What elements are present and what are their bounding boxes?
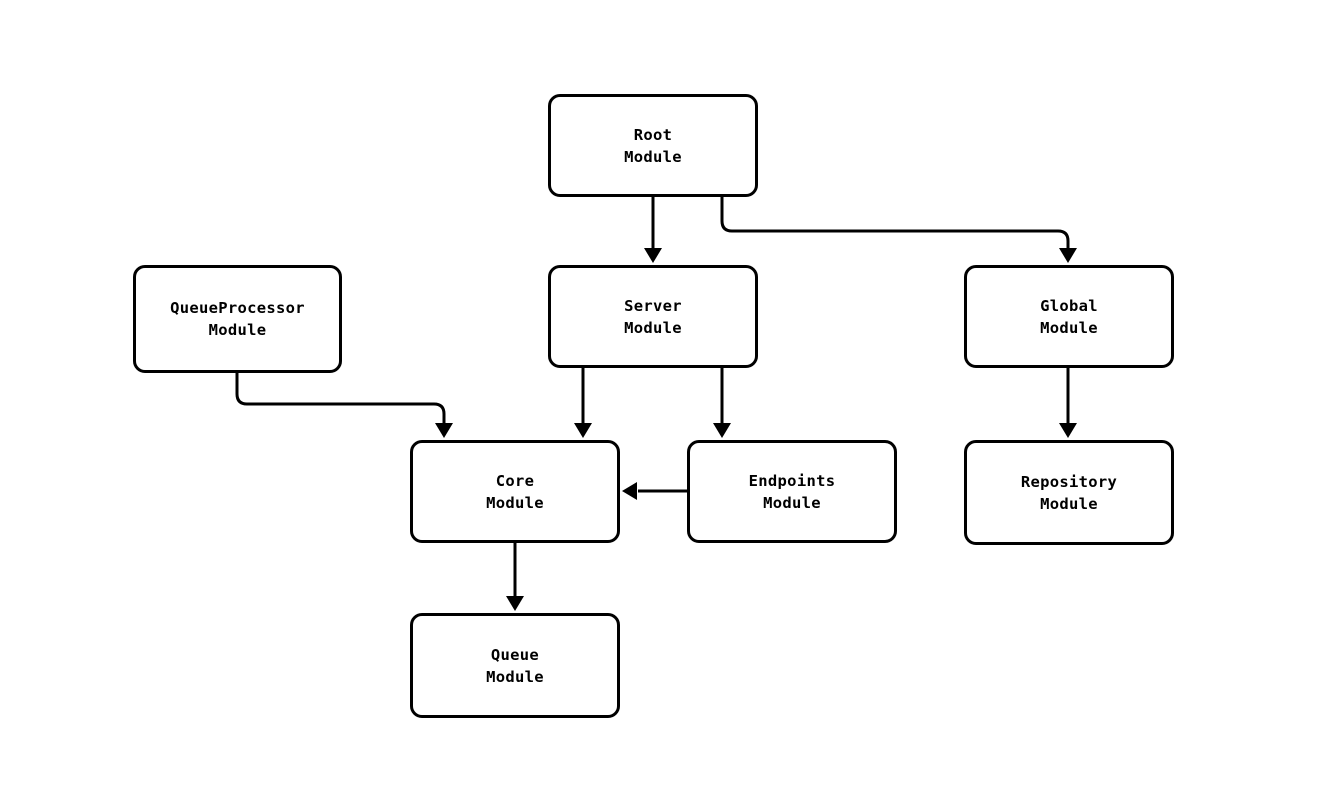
arrowhead-server-to-core [574, 423, 592, 438]
node-server-name: Server [624, 296, 682, 315]
node-repository-name: Repository [1020, 472, 1118, 491]
node-root-name: Root [633, 125, 673, 144]
node-global-name: Global [1040, 296, 1098, 315]
node-endpoints-kind: Module [763, 493, 821, 512]
arrowhead-root-to-server [644, 248, 662, 263]
node-queue-name: Queue [490, 645, 540, 664]
edge-paths [235, 197, 1070, 597]
node-queue-kind: Module [486, 667, 544, 686]
node-root-kind: Module [624, 147, 682, 166]
edge-root-to-global [720, 197, 1070, 249]
arrowhead-server-to-endpoints [713, 423, 731, 438]
edge-queueprocessor-to-core [235, 373, 446, 424]
node-queueprocessor-name: QueueProcessor [170, 299, 305, 317]
arrowhead-core-to-queue [506, 596, 524, 611]
arrowhead-root-to-global [1059, 248, 1077, 263]
arrowhead-queueprocessor-to-core [435, 423, 453, 438]
arrowhead-endpoints-to-core [622, 482, 637, 500]
node-queueprocessor-kind: Module [208, 321, 267, 339]
node-core-name: Core [495, 471, 535, 490]
node-core-kind: Module [486, 493, 544, 512]
node-global-kind: Module [1040, 318, 1098, 337]
node-server-kind: Module [624, 318, 682, 337]
arrowhead-global-to-repository [1059, 423, 1077, 438]
node-repository-kind: Module [1040, 494, 1098, 513]
node-endpoints-name: Endpoints [748, 471, 836, 490]
